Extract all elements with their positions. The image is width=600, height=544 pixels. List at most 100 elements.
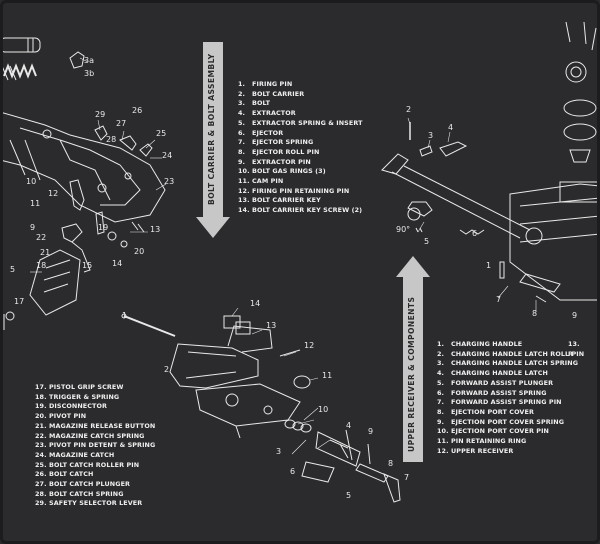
callout-lower-18: 14 bbox=[112, 259, 122, 268]
callout-bolt-11: 7 bbox=[404, 473, 409, 482]
upper-receiver-part-item: 9.EJECTION PORT COVER SPRING bbox=[437, 418, 584, 428]
text-fragment bbox=[0, 402, 2, 412]
callout-lower-22: 17 bbox=[14, 297, 24, 306]
callout-bolt-0: 1 bbox=[122, 311, 127, 320]
part-number: 10. bbox=[437, 427, 449, 436]
part-label: CAM PIN bbox=[252, 177, 284, 186]
callout-bolt-4: 12 bbox=[304, 341, 314, 350]
text-fragment bbox=[0, 490, 2, 500]
callout-bolt-9: 9 bbox=[368, 427, 373, 436]
gas-block-parts bbox=[563, 21, 597, 163]
bolt-carrier-part-item: 9.EXTRACTOR PIN bbox=[238, 158, 363, 168]
callout-lower-8: 23 bbox=[164, 177, 174, 186]
lower-receiver-part-item: 17.PISTOL GRIP SCREW bbox=[35, 383, 155, 393]
lower-receiver-part-item: 19.DISCONNECTOR bbox=[35, 402, 155, 412]
bolt-carrier-part-item: 7.EJECTOR SPRING bbox=[238, 138, 363, 148]
callout-bolt-10: 8 bbox=[388, 459, 393, 468]
part-number: 1. bbox=[437, 340, 445, 348]
part-label: PISTOL GRIP SCREW bbox=[49, 383, 124, 391]
part-number: 28. bbox=[35, 489, 47, 498]
callout-bolt-1: 2 bbox=[164, 365, 169, 374]
lower-receiver-part-item: 23.PIVOT PIN DETENT & SPRING bbox=[35, 441, 155, 451]
lower-receiver-part-item: 21.MAGAZINE RELEASE BUTTON bbox=[35, 422, 155, 432]
up-arrow-icon bbox=[396, 256, 430, 462]
lower-receiver-part-item: 29.SAFETY SELECTOR LEVER bbox=[35, 499, 155, 509]
callout-lower-11: 10 bbox=[26, 177, 36, 186]
lower-left-fragments bbox=[0, 383, 26, 513]
part-number: 11. bbox=[437, 437, 449, 446]
callout-upper-4: 5 bbox=[424, 237, 429, 246]
callout-lower-7: 24 bbox=[162, 151, 172, 160]
part-label: EJECTOR ROLL PIN bbox=[252, 147, 320, 156]
part-label: BOLT GAS RINGS (3) bbox=[252, 167, 326, 176]
part-label: CHARGING HANDLE LATCH bbox=[451, 369, 548, 378]
part-number: 6. bbox=[238, 128, 246, 137]
bolt-carrier-part-item: 14.BOLT CARRIER KEY SCREW (2) bbox=[238, 206, 363, 216]
text-fragment bbox=[0, 470, 2, 480]
part-label: EJECTOR bbox=[252, 128, 284, 137]
text-fragment bbox=[568, 379, 580, 389]
upper-receiver-part-item: 11.PIN RETAINING RING bbox=[437, 437, 584, 447]
part-number: 23. bbox=[35, 441, 47, 450]
bolt-carrier-part-item: 4.EXTRACTOR bbox=[238, 109, 363, 119]
callout-upper-7: 7 bbox=[496, 295, 501, 304]
part-number: 1. bbox=[238, 80, 246, 88]
part-number: 29. bbox=[35, 499, 47, 508]
callout-lower-3: 26 bbox=[132, 106, 142, 115]
text-fragment: 13. bbox=[568, 340, 580, 348]
text-fragment bbox=[0, 383, 2, 393]
part-number: 3. bbox=[238, 99, 246, 108]
upper-receiver-title: UPPER RECEIVER & COMPONENTS bbox=[407, 296, 416, 452]
callout-lower-5: 25 bbox=[156, 129, 166, 138]
part-number: 19. bbox=[35, 402, 47, 411]
part-label: UPPER RECEIVER bbox=[451, 446, 514, 455]
callout-lower-13: 19 bbox=[98, 223, 108, 232]
callout-lower-0: 3a bbox=[84, 56, 94, 65]
bolt-leaders bbox=[231, 307, 331, 455]
bolt-carrier-part-item: 1.FIRING PIN bbox=[238, 80, 363, 90]
part-number: 20. bbox=[35, 412, 47, 421]
charging-handle bbox=[381, 153, 531, 239]
part-label: EJECTION PORT COVER bbox=[451, 407, 534, 416]
part-label: PIVOT PIN DETENT & SPRING bbox=[49, 441, 156, 450]
part-number: 13. bbox=[238, 196, 250, 205]
part-label: PIN RETAINING RING bbox=[451, 437, 527, 446]
part-label: TRIGGER & SPRING bbox=[49, 392, 120, 401]
text-fragment bbox=[568, 427, 580, 437]
part-number: 9. bbox=[238, 157, 246, 166]
part-number: 4. bbox=[437, 369, 445, 378]
part-number: 22. bbox=[35, 431, 47, 440]
text-fragment bbox=[568, 437, 580, 447]
upper-receiver-part-item: 3. CHARGING HANDLE LATCH SPRING bbox=[437, 359, 584, 369]
part-number: 11. bbox=[238, 177, 250, 186]
part-label: EXTRACTOR SPRING & INSERT bbox=[252, 118, 363, 127]
lower-receiver-part-item: 25.BOLT CATCH ROLLER PIN bbox=[35, 461, 155, 471]
part-label: BOLT CATCH bbox=[49, 470, 94, 479]
part-label: BOLT CARRIER bbox=[252, 89, 305, 98]
callout-upper-8: 8 bbox=[532, 309, 537, 318]
part-number: 3. bbox=[437, 359, 445, 368]
upper-receiver-part-item: 6.FORWARD ASSIST SPRING bbox=[437, 389, 584, 399]
bolt-carrier-part-item: 8.EJECTOR ROLL PIN bbox=[238, 148, 363, 158]
callout-lower-17: 20 bbox=[134, 247, 144, 256]
text-fragment bbox=[0, 412, 2, 422]
callout-bolt-13: 5 bbox=[346, 491, 351, 500]
part-label: EJECTION PORT COVER PIN bbox=[451, 427, 549, 436]
text-fragment bbox=[568, 418, 580, 428]
part-number: 8. bbox=[437, 407, 445, 416]
part-number: 14. bbox=[238, 206, 250, 215]
part-number: 2. bbox=[437, 349, 445, 358]
part-label: CHARGING HANDLE LATCH ROLL PIN bbox=[451, 349, 585, 358]
callout-upper-0: 2 bbox=[406, 105, 411, 114]
part-number: 12. bbox=[437, 446, 449, 455]
part-label: CHARGING HANDLE LATCH SPRING bbox=[451, 359, 579, 368]
part-number: 24. bbox=[35, 450, 47, 459]
text-fragment bbox=[0, 480, 2, 490]
upper-receiver-part-item: 2. CHARGING HANDLE LATCH ROLL PIN bbox=[437, 350, 584, 360]
callout-upper-6: 90° bbox=[396, 225, 410, 234]
part-label: EJECTION PORT COVER SPRING bbox=[451, 417, 565, 426]
part-number: 18. bbox=[35, 392, 47, 401]
part-label: MAGAZINE CATCH bbox=[49, 450, 115, 459]
callout-upper-3: 1 bbox=[486, 261, 491, 270]
